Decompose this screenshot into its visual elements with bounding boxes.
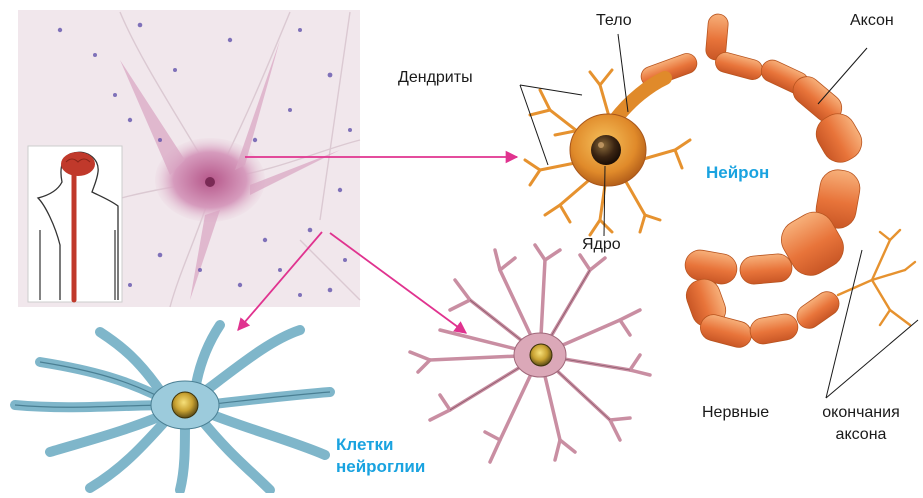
label-glia-line2: нейроглии xyxy=(336,458,425,477)
label-endings-line2: аксона xyxy=(806,426,916,444)
label-nerve: Нервные xyxy=(702,404,769,422)
label-body: Тело xyxy=(596,12,632,30)
label-axon: Аксон xyxy=(850,12,894,30)
human-silhouette-icon xyxy=(28,146,122,302)
label-pointer-lines xyxy=(520,34,918,398)
label-nucleus: Ядро xyxy=(582,236,621,254)
label-glia-line1: Клетки xyxy=(336,436,393,455)
brain-icon xyxy=(61,152,95,176)
glia-cell-blue xyxy=(15,325,330,490)
glia-cell-pink xyxy=(410,245,650,462)
label-dendrites: Дендриты xyxy=(398,69,473,87)
label-endings-line1: окончания xyxy=(806,404,916,422)
axon-terminals xyxy=(838,230,915,325)
label-neuron: Нейрон xyxy=(706,164,769,183)
neuron-nucleus xyxy=(591,135,621,165)
